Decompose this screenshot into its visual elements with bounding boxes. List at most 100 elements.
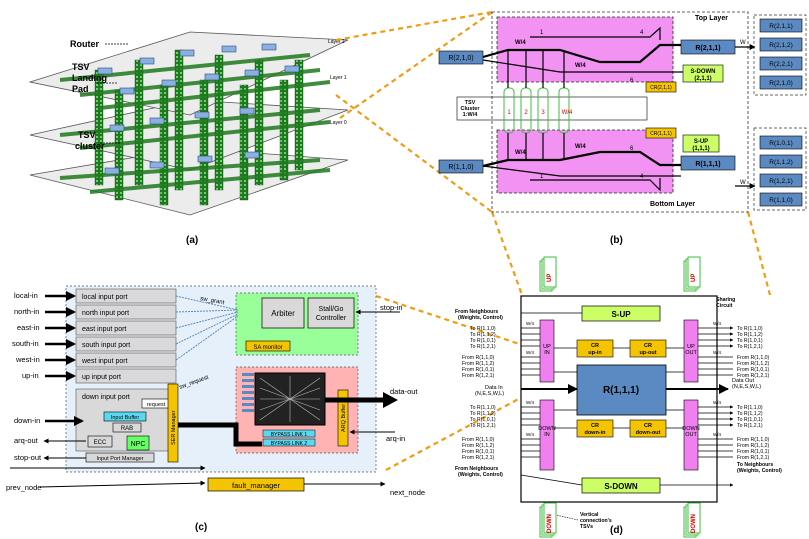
d-data-out-label: Data Out(N,E,S,W,L) [732,378,761,390]
d-w4-r2: W/4 [713,350,721,355]
label-tsv-landing-pad-1: TSV [72,62,90,72]
d-from-neighbours-top-2: (Weights, Control) [458,315,503,321]
layer-label-1: Layer 1 [330,75,347,81]
cr-top-label: CR(2,1,1) [650,85,672,91]
d-cr-up-in-label-2: up-in [588,350,602,356]
d-w4-l2: W/4 [526,350,534,355]
port-east: east input port [82,326,126,333]
d-down-out-label-2: OUT [685,432,697,438]
tsv-num-w4: W/4 [562,110,573,116]
d-to-neighbours-2: (Weights, Control) [737,468,782,474]
arq-buffer-label: ARQ Buffer [341,404,347,432]
router-r111-label: R(1,1,1) [695,161,720,168]
input-buffer-label: Input Buffer [111,415,140,421]
d-data-in-label: Data In(N,E,S,W,L) [475,385,504,397]
panel-a: Router TSV Landing Pad TSV cluster Layer… [30,32,348,246]
caption-c: (c) [195,522,207,533]
d-up-left-label: UP [547,274,553,282]
input-down-in: down-in [14,416,40,425]
stop-out-label: stop-out [14,453,42,462]
d-right-to-bottom: To R(1,1,0) To R(1,1,2) To R(1,0,1) To R… [737,405,763,429]
input-up-in: up-in [22,371,39,380]
d-cr-down-out-label-1: CR [644,423,652,429]
d-sharing-circuit-2: Circuit [716,303,733,309]
d-down-right-label: DOWN [691,514,697,533]
d-right-to-bottom-4: To R(1,2,1) [737,423,763,429]
port-west: west input port [81,358,128,365]
caption-b: (b) [610,235,623,246]
arbiter-label: Arbiter [271,309,295,318]
d-from-neighbours-bottom-2: (Weights, Control) [458,472,503,478]
d-right-from-bottom: From R(1,1,0) From R(1,1,2) From R(1,0,1… [737,437,770,461]
tsv-num-1: 1 [507,110,511,116]
d-cr-down-in-label-1: CR [591,423,599,429]
right-bottom-r2: R(1,1,2) [769,159,792,166]
port-up: up input port [82,374,121,381]
sup-label-b-1: S-UP [694,139,708,145]
d-w4-r4: W/4 [713,432,721,437]
rab-label: RAB [121,426,133,432]
ecc-label: ECC [94,440,107,446]
stall-go-label-2: Controller [316,315,347,322]
d-cr-up-out-label-2: up-out [639,350,656,356]
panel-c: local input port north input port east i… [6,286,425,533]
w4-label-b2: W/4 [575,63,586,69]
d-up-in-label-2: IN [544,350,550,356]
right-top-r3: R(2,2,1) [769,61,792,68]
sup-label-b-2: (1,1,1) [692,146,709,152]
panel-b: Top Layer Bottom Layer R(2,1,0) R(1,1,0)… [439,12,806,246]
port-north: north input port [82,310,129,317]
d-w4-r1: W/4 [713,321,721,326]
d-left-to-top-4: To R(1,2,1) [470,344,496,350]
router-r211-label: R(2,1,1) [695,45,720,52]
d-data-out-label-2: (N,E,S,W,L) [732,384,761,390]
right-top-r2: R(2,1,2) [769,42,792,49]
d-down-in-label-2: IN [544,432,550,438]
caption-a: (a) [186,235,198,246]
d-w4-l1: W/4 [526,321,534,326]
bypass-link-1-label: BYPASS LINK 1 [271,432,308,438]
sup-label-b: S-UP(1,1,1) [692,139,709,152]
right-top-r4: R(2,1,0) [769,80,792,87]
tsv-num-2: 2 [524,110,528,116]
prev-node-label: prev_node [6,483,41,492]
label-tsv-landing-pad-3: Pad [72,84,89,94]
sdown-label-b-1: S-DOWN [691,69,716,75]
tsv-cylinders [504,88,569,133]
tsv-cluster-label: TSVCluster1:W/4 [461,100,481,118]
tsv-num-3: 3 [541,110,545,116]
cr-bottom-label: CR(1,1,1) [650,131,672,137]
top-layer-label: Top Layer [695,15,728,22]
sa-monitor-label: SA monitor [253,345,282,351]
d-right-to-top-4: To R(1,2,1) [737,344,763,350]
d-up-out-label-2: OUT [685,350,697,356]
d-sup-label: S-UP [611,310,631,319]
d-left-from-top: From R(1,1,0) From R(1,1,2) From R(1,0,1… [462,355,495,379]
d-right-from-top: From R(1,1,0) From R(1,1,2) From R(1,0,1… [737,355,770,379]
ser-manager-label: SER Manager [171,410,177,445]
d-from-neighbours-bottom: From Neighbours(Weights, Control) [455,466,503,478]
w4-label-b4: W/4 [515,150,526,156]
right-bottom-r1: R(1,0,1) [769,140,792,147]
right-bottom-r3: R(1,2,1) [769,178,792,185]
d-left-to-bottom-4: To R(1,2,1) [470,423,496,429]
connector-b-d [492,212,770,295]
fault-manager-label: fault_manager [232,481,280,490]
d-data-in-label-2: (N,E,S,W,L) [475,391,504,397]
input-south-in: south-in [12,339,39,348]
d-up-right-label: UP [691,274,697,282]
d-w4-r3: W/4 [713,400,721,405]
router-r210-left-label: R(2,1,0) [448,55,473,62]
arq-out-label: arq-out [14,436,39,445]
d-cr-up-out-label-1: CR [644,343,652,349]
layer-label-0: Layer 0 [330,120,347,126]
request-label: request [147,402,166,408]
d-cr-down-in-label-2: down-in [584,430,606,436]
d-sdown-label: S-DOWN [604,482,638,491]
w4-label-b3: W/4 [575,144,586,150]
caption-d: (d) [610,525,623,536]
right-bottom-r4: R(1,1,0) [769,197,792,204]
input-east-in: east-in [17,323,40,332]
d-cr-up-in-label-1: CR [591,343,599,349]
